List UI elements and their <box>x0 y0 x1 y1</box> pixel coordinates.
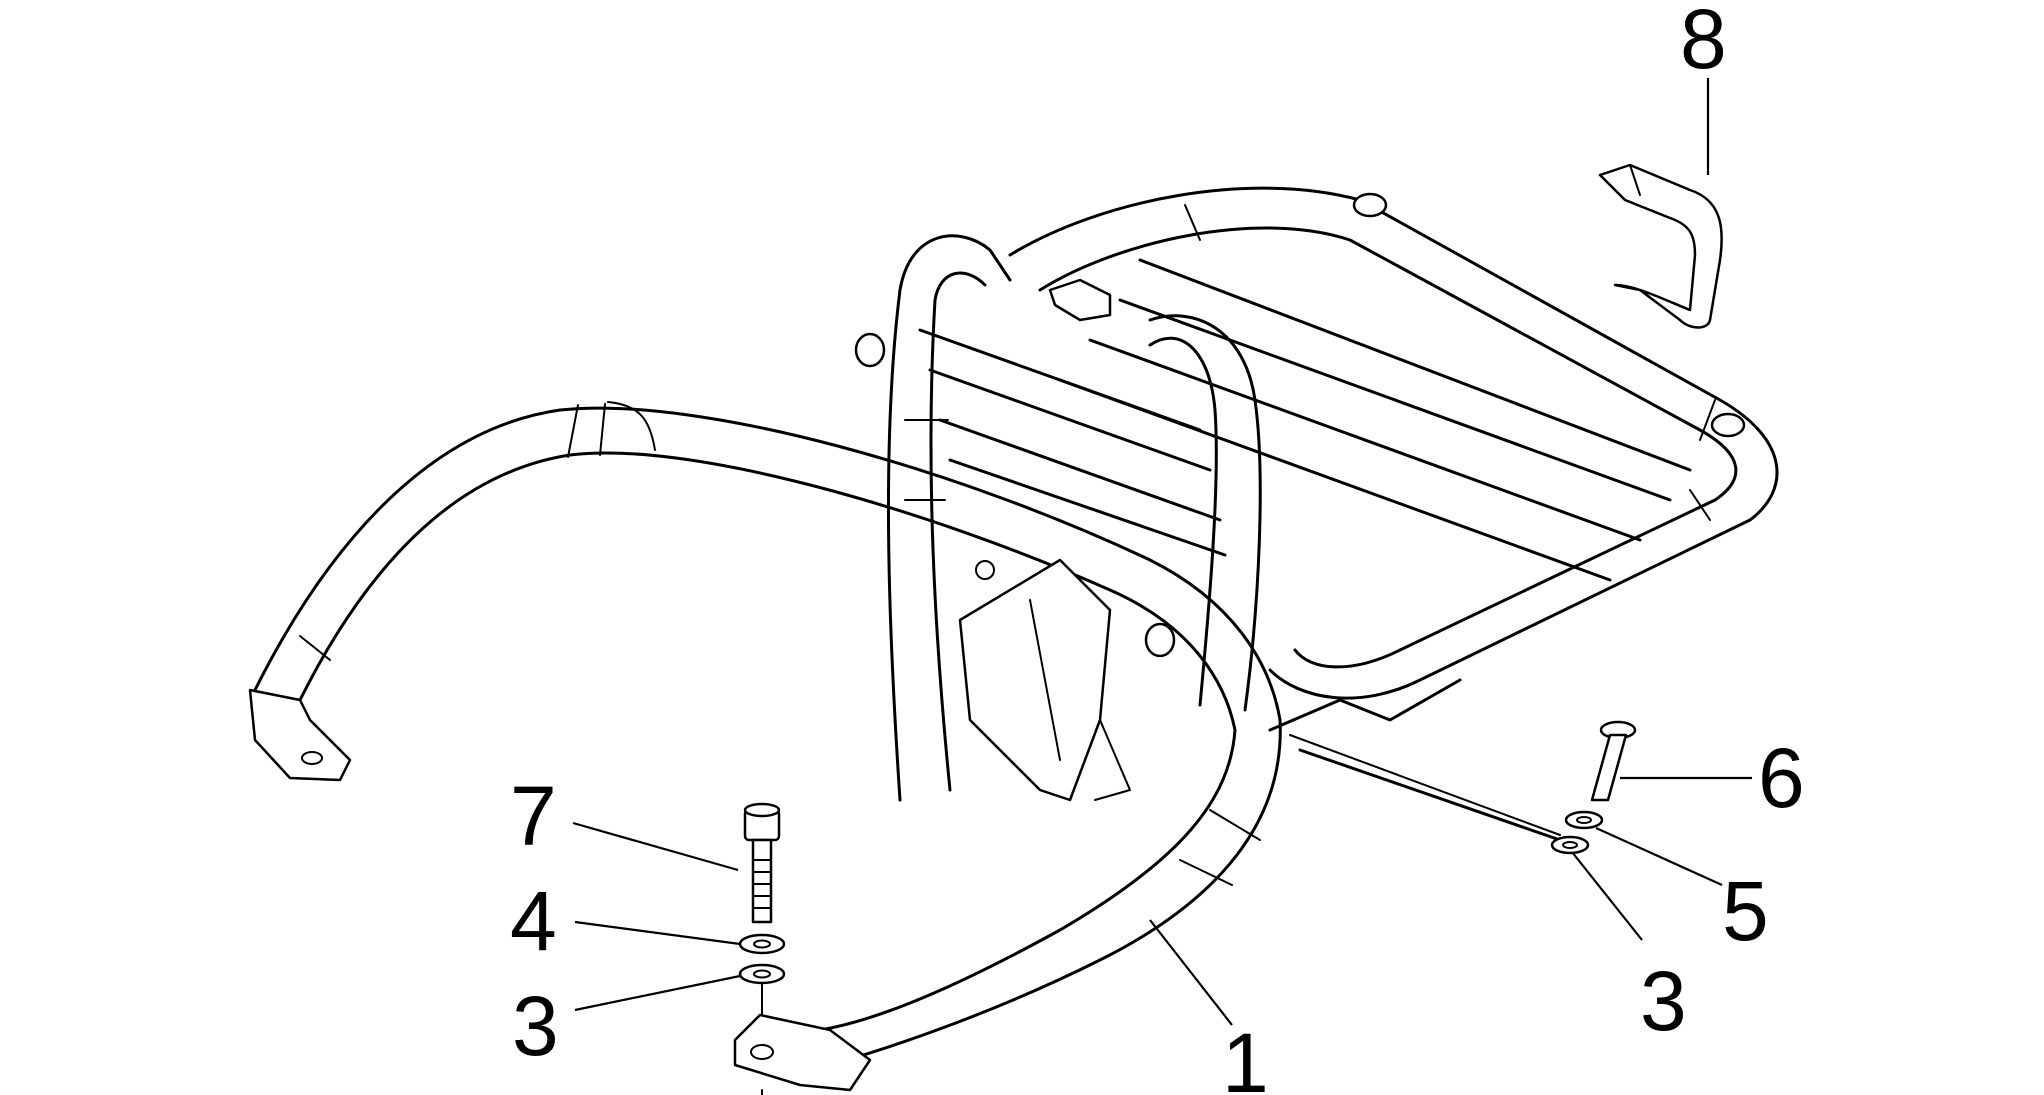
left-foot-bracket <box>248 688 352 782</box>
callout-5: 5 <box>1722 864 1769 958</box>
callout-4: 4 <box>510 874 557 968</box>
front-bolt-assembly <box>738 802 786 1016</box>
callout-7: 7 <box>510 769 557 863</box>
callout-3-right: 3 <box>1640 954 1687 1048</box>
mounting-plate <box>958 558 1112 802</box>
rear-bolt-assembly <box>1550 720 1637 855</box>
callout-8: 8 <box>1680 0 1727 86</box>
luggage-rack-frame <box>248 186 1779 1095</box>
leader-lines <box>572 78 1752 1026</box>
front-foot-bracket <box>733 1013 872 1092</box>
callout-3-left: 3 <box>512 979 559 1073</box>
callout-6: 6 <box>1758 731 1805 825</box>
callout-1: 1 <box>1222 1016 1269 1095</box>
callout-labels: 8 6 5 3 7 4 3 1 <box>510 0 1805 1095</box>
clip-part <box>1598 163 1723 329</box>
